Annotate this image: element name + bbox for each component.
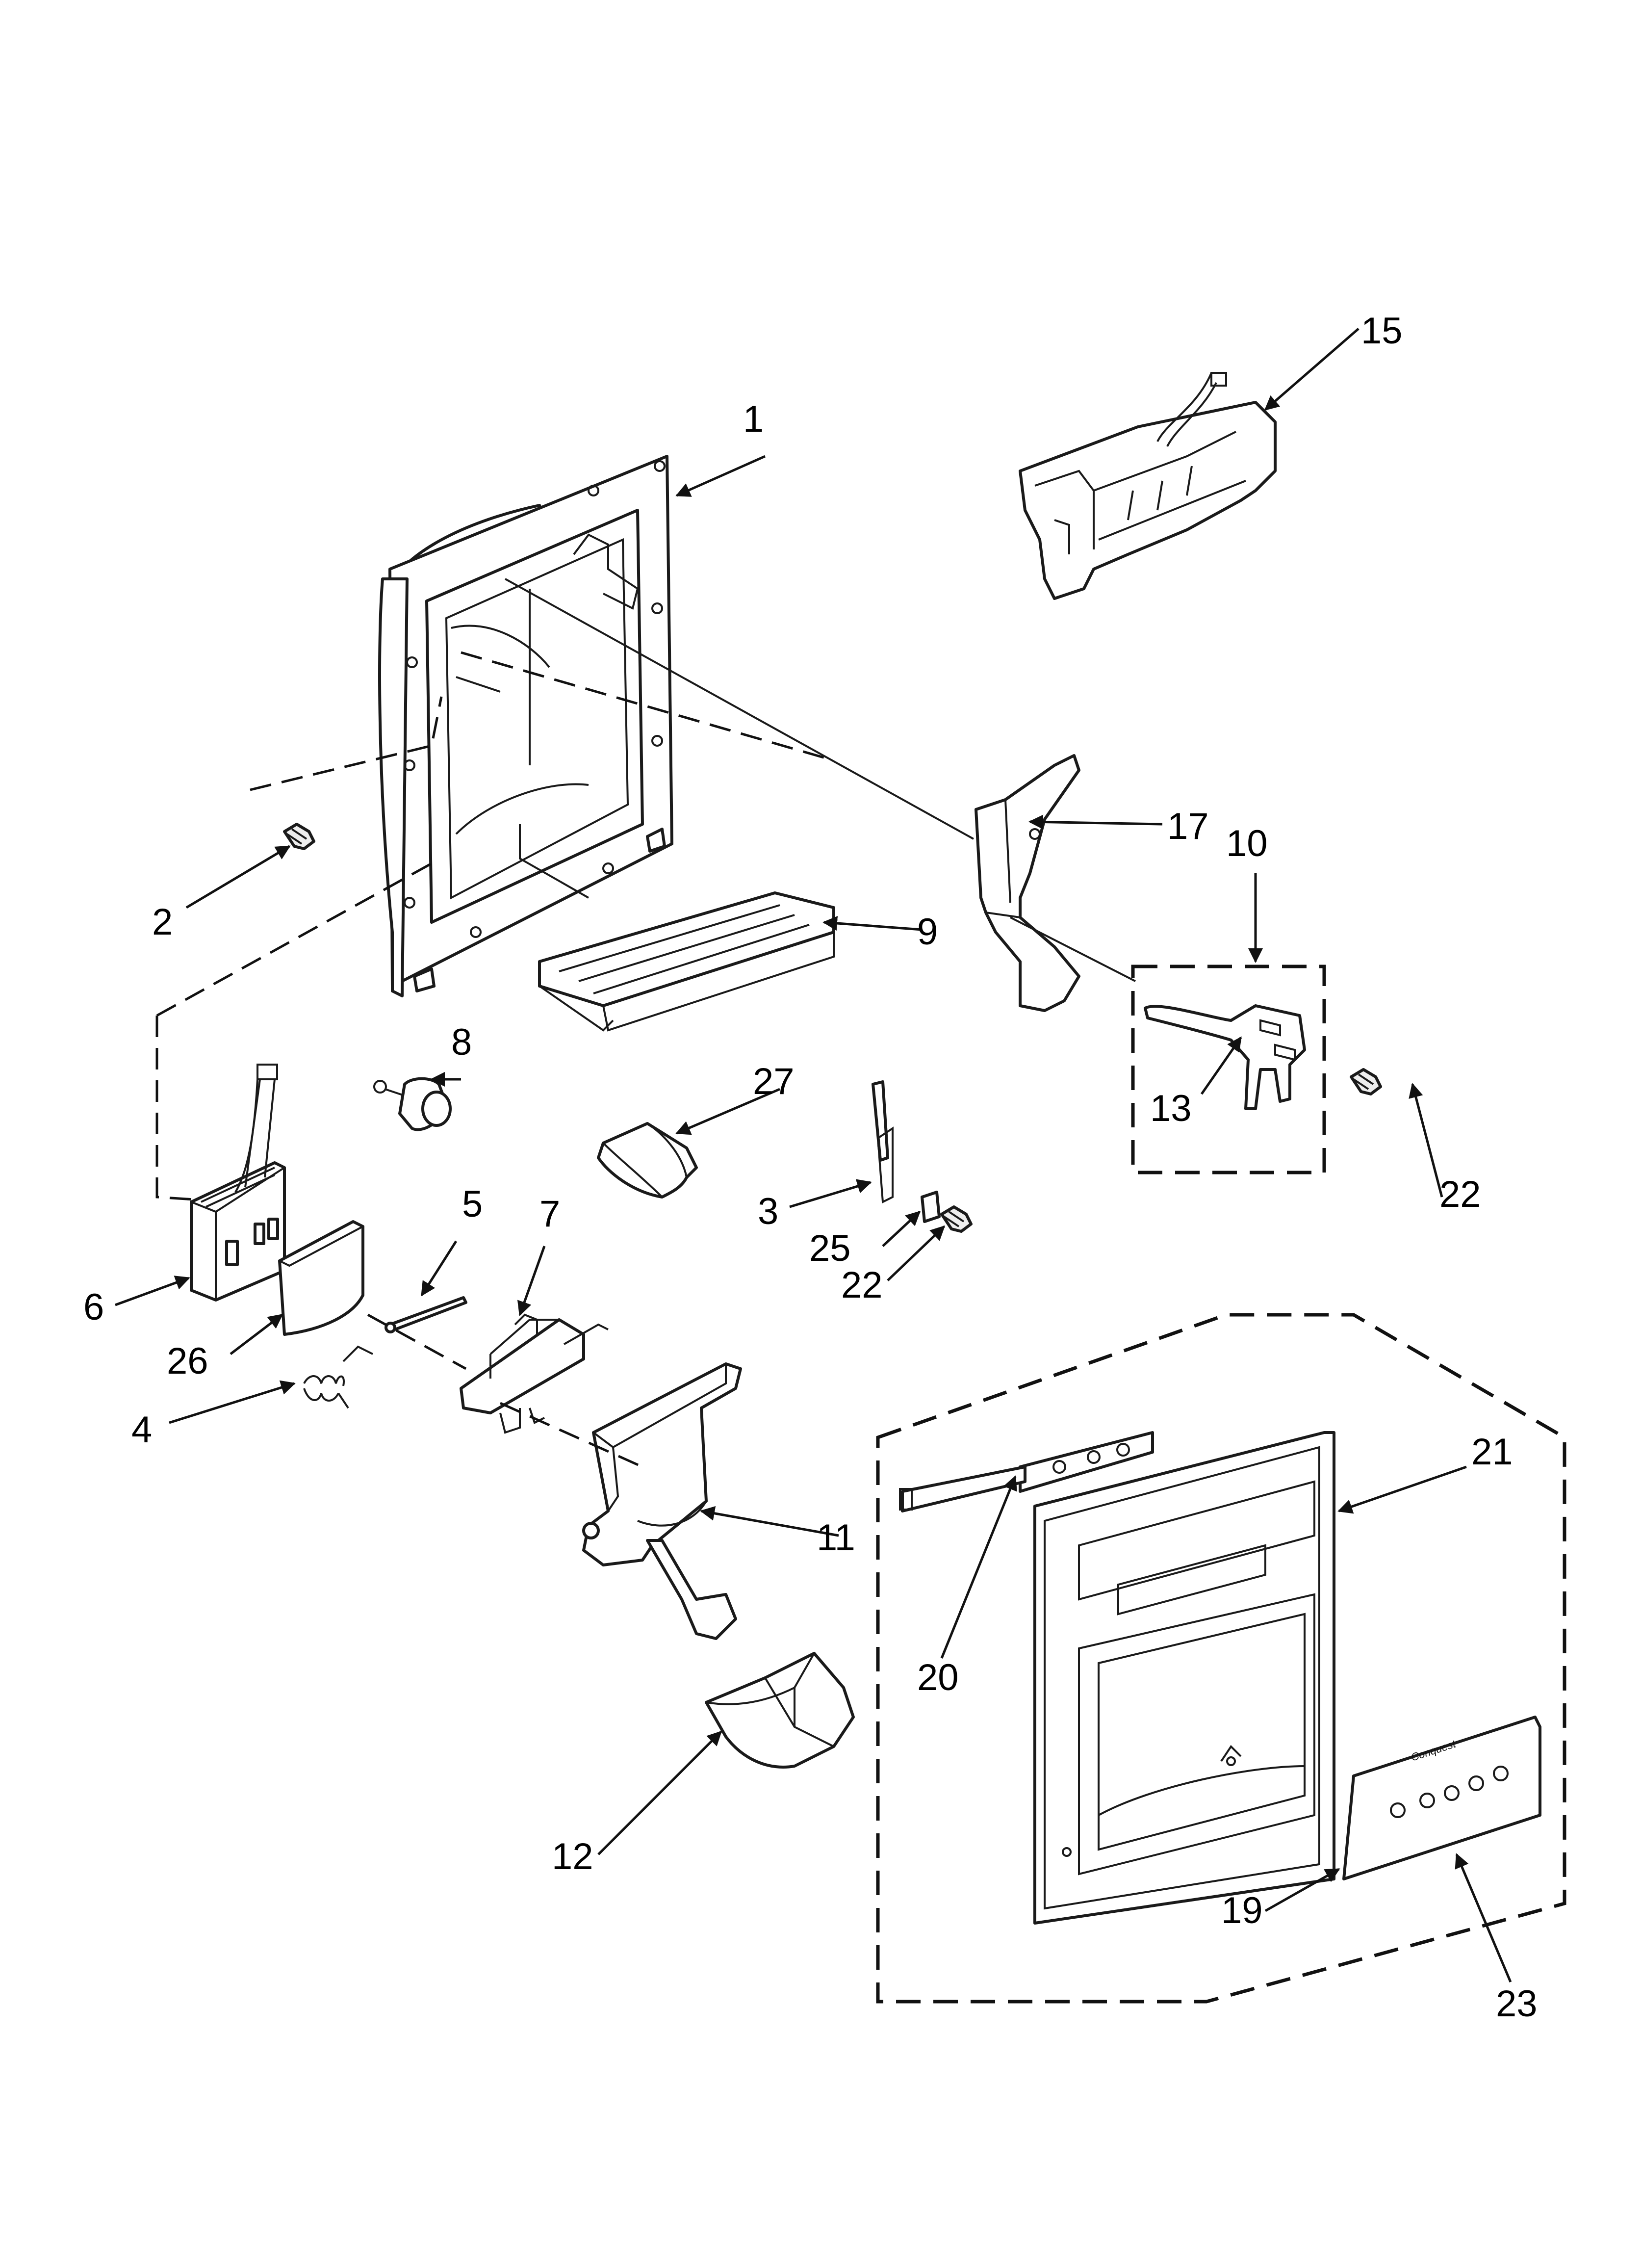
part-12-chute-bowl — [705, 1652, 855, 1769]
part-1-dispenser-housing — [378, 455, 673, 997]
callout-15: 15 — [1361, 310, 1403, 352]
part-15-control-housing — [1019, 372, 1277, 600]
callout-7: 7 — [539, 1193, 560, 1235]
part-22-screw-middle — [940, 1205, 973, 1233]
part-11-ice-paddle — [582, 1362, 742, 1640]
part-19-label-panel: Conquest — [1342, 1716, 1541, 1880]
callout-3: 3 — [758, 1191, 778, 1232]
callout-13: 13 — [1150, 1088, 1192, 1129]
part-25-insulator — [921, 1191, 941, 1223]
part-10-water-lever-assembly — [1131, 965, 1326, 1174]
part-6-solenoid — [190, 1064, 286, 1302]
callout-6: 6 — [83, 1286, 104, 1328]
part-8-damper — [373, 1077, 452, 1131]
part-3-switch-actuator — [872, 1080, 894, 1204]
callout-26: 26 — [167, 1340, 208, 1382]
part-21-dispenser-front — [1033, 1431, 1335, 1925]
callout-20: 20 — [917, 1657, 959, 1698]
callout-21: 21 — [1471, 1431, 1513, 1473]
part-20-switch-board — [899, 1431, 1154, 1512]
part-27-cover — [597, 1122, 698, 1199]
callout-23: 23 — [1496, 1983, 1538, 2025]
callout-19: 19 — [1221, 1890, 1263, 1931]
part-7-lever-assembly — [460, 1313, 609, 1434]
part-23-assembly-boundary — [876, 1313, 1566, 2004]
callout-22-right: 22 — [1439, 1173, 1481, 1215]
callout-10: 10 — [1226, 823, 1268, 864]
callout-25: 25 — [809, 1227, 851, 1269]
part-17-actuator-arm — [975, 754, 1080, 1012]
part-9-drip-tray — [538, 891, 835, 1032]
callout-22-middle: 22 — [841, 1264, 883, 1306]
part-5-pin — [385, 1296, 467, 1333]
assembly-lines — [155, 578, 1136, 1468]
callout-5: 5 — [462, 1183, 483, 1225]
callout-11: 11 — [817, 1517, 855, 1559]
callout-17: 17 — [1167, 806, 1209, 847]
callout-27: 27 — [753, 1061, 795, 1102]
leader-arrows — [115, 328, 1512, 1982]
callout-9: 9 — [917, 911, 938, 953]
callout-12: 12 — [552, 1836, 593, 1877]
part-26-door-flap — [254, 1218, 364, 1336]
callout-4: 4 — [131, 1409, 152, 1451]
callout-8: 8 — [451, 1021, 472, 1063]
callout-1: 1 — [743, 398, 764, 440]
part-4-spring — [303, 1345, 373, 1409]
callout-labels: 1 2 3 4 5 6 7 8 9 10 11 12 13 15 17 19 2… — [83, 310, 1538, 2025]
part-2-screw — [283, 823, 315, 850]
callout-2: 2 — [152, 901, 173, 943]
part-22-screw-right — [1350, 1068, 1382, 1095]
